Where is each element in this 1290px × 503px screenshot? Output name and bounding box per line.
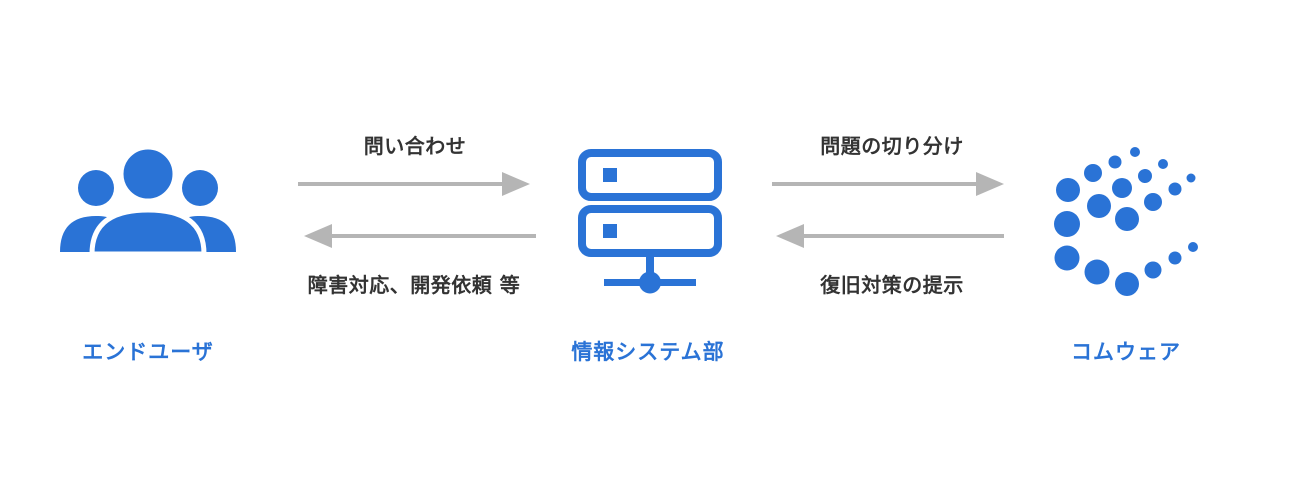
users-group-icon [60,144,236,255]
arrow-right-inquiry [298,172,530,196]
server-network-icon [578,149,722,294]
arrow-left-recovery [776,224,1004,248]
it-department-label: 情報システム部 [571,340,725,364]
problem-isolation-label: 問題の切り分け [820,134,964,158]
inquiry-label: 問い合わせ [363,134,467,158]
comware-logo [1054,147,1198,296]
arrow-right-isolation [772,172,1004,196]
incident-response-label: 障害対応、開発依頼 等 [307,273,521,297]
end-user-label: エンドユーザ [82,340,214,364]
recovery-plan-label: 復旧対策の提示 [820,273,964,297]
comware-label: コムウェア [1071,340,1181,364]
arrow-left-response [304,224,536,248]
